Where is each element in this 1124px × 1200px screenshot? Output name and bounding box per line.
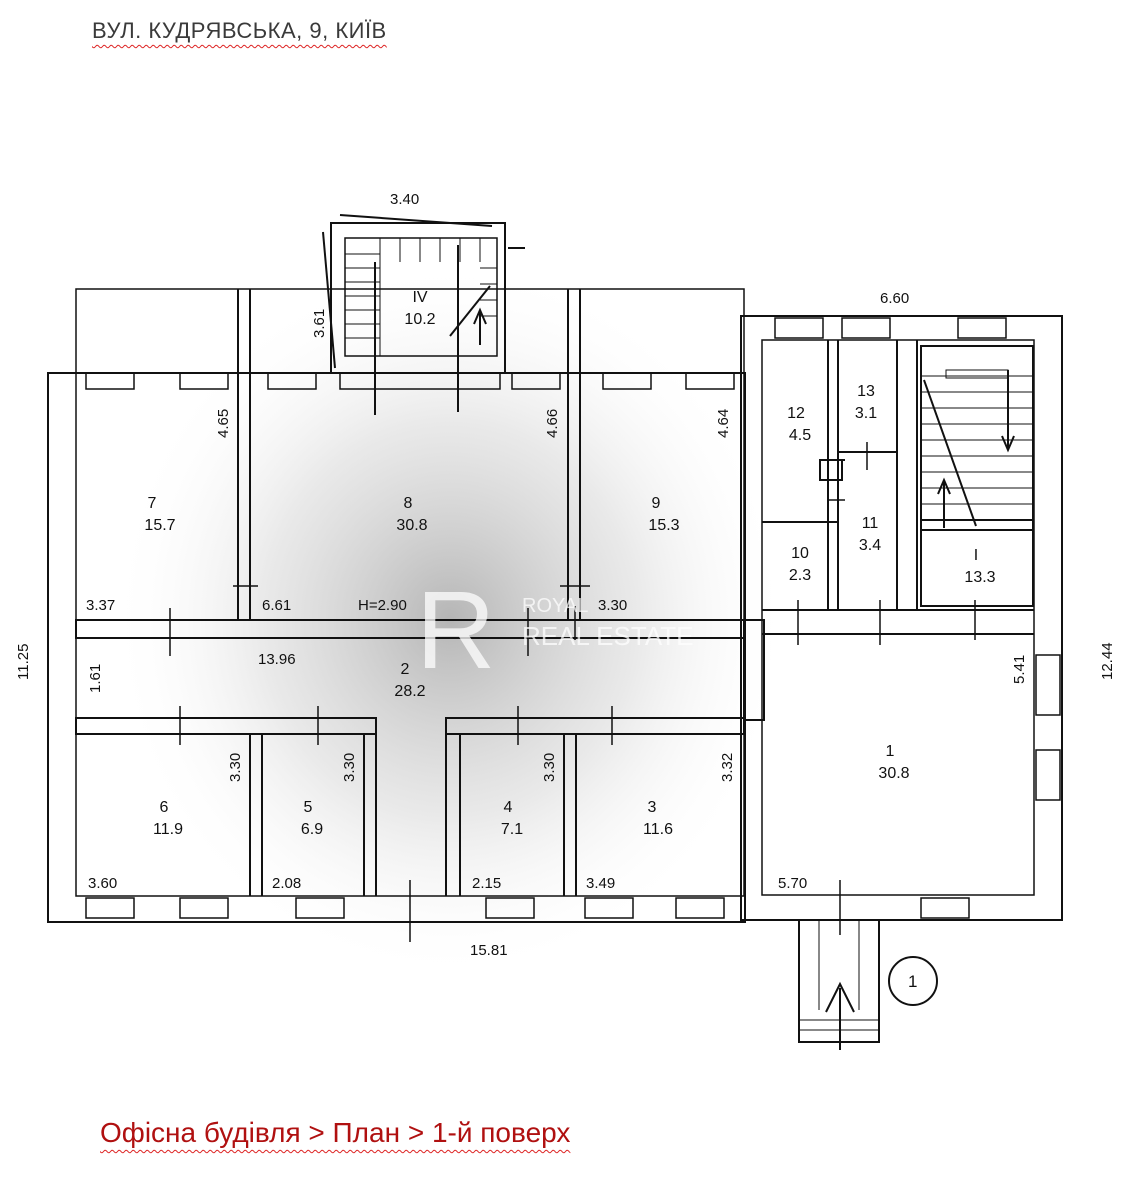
dim-r7-w: 3.37 [86, 597, 115, 614]
dim-r1-h: 5.41 [1011, 655, 1028, 684]
dim-r3-w: 3.49 [586, 875, 615, 892]
room-1-area: 30.8 [878, 765, 909, 782]
room-11-number: 11 [862, 515, 879, 532]
dim-corridor-w: 1.61 [87, 664, 104, 693]
room-7-area: 15.7 [144, 517, 175, 534]
dim-right-height: 12.44 [1099, 642, 1116, 680]
watermark-royal: ROYAL [522, 595, 588, 617]
room-2-area: 28.2 [394, 683, 425, 700]
dim-r8-h: 4.66 [544, 409, 561, 438]
dim-r1-w: 5.70 [778, 875, 807, 892]
room-6-area: 11.9 [153, 821, 183, 838]
dim-stair-width: 3.40 [390, 191, 419, 208]
room-13-area: 3.1 [855, 405, 877, 422]
dim-r5-h: 3.30 [341, 753, 358, 782]
room-iv-area: 10.2 [404, 311, 435, 328]
dim-r4-w: 2.15 [472, 875, 501, 892]
room-2-number: 2 [401, 661, 410, 678]
dim-r6-h: 3.30 [227, 753, 244, 782]
dim-left-height: 11.25 [15, 644, 32, 680]
room-11-area: 3.4 [859, 537, 881, 554]
room-8-area: 30.8 [396, 517, 427, 534]
dim-stair-depth: 3.61 [311, 309, 328, 338]
room-12-area: 4.5 [789, 427, 811, 444]
dim-r3-h: 3.32 [719, 753, 736, 782]
dim-corridor-len: 13.96 [258, 651, 296, 668]
watermark-letter: R [416, 569, 495, 692]
outer-wall-right [740, 315, 1063, 921]
room-4-area: 7.1 [501, 821, 523, 838]
room-7-number: 7 [148, 495, 157, 512]
dim-r9-w: 3.30 [598, 597, 627, 614]
dim-r4-h: 3.30 [541, 753, 558, 782]
room-iv-number: IV [412, 289, 427, 306]
room-i-number: I [974, 547, 978, 564]
dim-r8-w: 6.61 [262, 597, 291, 614]
room-3-number: 3 [648, 799, 657, 816]
entrance-marker: 1 [908, 972, 917, 991]
room-5-area: 6.9 [301, 821, 323, 838]
room-4-number: 4 [504, 799, 513, 816]
dim-r9-h: 4.64 [715, 409, 732, 438]
entrance-marker-circle [888, 956, 938, 1006]
header-address: ВУЛ. КУДРЯВСЬКА, 9, КИЇВ [92, 18, 387, 43]
height-label: H=2.90 [358, 597, 407, 614]
dim-r5-w: 2.08 [272, 875, 301, 892]
room-i-area: 13.3 [964, 569, 995, 586]
dim-bottom-length: 15.81 [470, 942, 508, 959]
dim-r6-w: 3.60 [88, 875, 117, 892]
room-8-number: 8 [404, 495, 413, 512]
room-10-area: 2.3 [789, 567, 811, 584]
room-3-area: 11.6 [643, 821, 673, 838]
watermark-real-estate: REAL ESTATE [522, 621, 693, 651]
room-10-number: 10 [791, 545, 809, 562]
room-1-number: 1 [886, 743, 895, 760]
room-6-number: 6 [160, 799, 169, 816]
corridor-lower-wall [75, 717, 377, 735]
dim-right-top: 6.60 [880, 290, 909, 307]
room-13-number: 13 [857, 383, 875, 400]
dim-r7-h: 4.65 [215, 409, 232, 438]
room-5-number: 5 [304, 799, 313, 816]
room-9-number: 9 [652, 495, 661, 512]
room-12-number: 12 [787, 405, 805, 422]
breadcrumb: Офісна будівля > План > 1-й поверх [100, 1117, 571, 1148]
room-9-area: 15.3 [648, 517, 679, 534]
